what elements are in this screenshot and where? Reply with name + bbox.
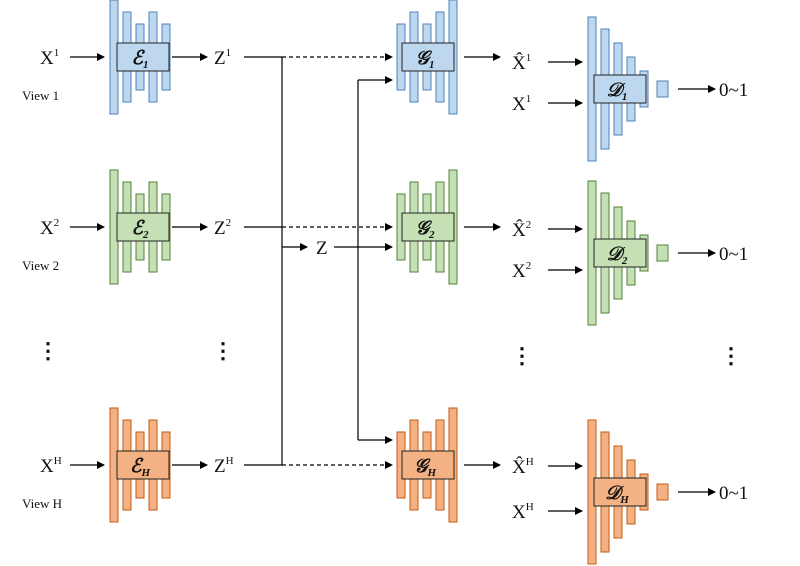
recon-xhat-1-sup: 1 [526, 52, 532, 64]
discriminator-H-symbol: 𝒟H [605, 483, 629, 506]
encoder-1-label-box [116, 42, 170, 72]
view-label-H: View H [22, 496, 62, 511]
encoder-H-subscript: H [140, 467, 150, 479]
encoder-1-symbol: ℰ1 [131, 48, 148, 71]
generator-H-letter: 𝒢 [414, 456, 431, 477]
output-score-2: 0~1 [719, 244, 748, 265]
discriminator-2-symbol: 𝒟2 [607, 244, 628, 267]
encoder-1-letter: ℰ [131, 48, 145, 69]
recon-xhat-H-base: X̂ [512, 456, 526, 478]
connectors-layer [70, 53, 716, 515]
generator-2-label-box [401, 212, 455, 242]
input-x-2: X2 [40, 217, 59, 239]
latent-z-1-sup: 1 [226, 47, 232, 59]
encoder-2-letter: ℰ [131, 218, 145, 239]
input-x-1-sup: 1 [54, 47, 60, 59]
latent-z-2: Z2 [214, 217, 231, 239]
discriminator-1-symbol: 𝒟1 [607, 80, 628, 103]
recon-xhat-1: X̂1 [512, 52, 531, 74]
generator-2-subscript: 2 [428, 229, 435, 241]
vertical-ellipsis-0: ⋮ [37, 338, 59, 363]
input-x-1-base: X [40, 48, 54, 69]
discriminator-1-label-box [593, 74, 647, 104]
recon-xhat-1-base: X̂ [512, 52, 526, 74]
discriminator-2-letter: 𝒟 [607, 244, 626, 265]
vertical-ellipsis-1: ⋮ [212, 338, 234, 363]
encoder-H-label-box [116, 450, 170, 480]
latent-z-H-sup: H [226, 455, 234, 467]
encoder-1-subscript: 1 [143, 59, 149, 71]
view-label-1: View 1 [22, 88, 59, 103]
input-x-H-sup: H [54, 455, 62, 467]
latent-z-1-base: Z [214, 48, 226, 69]
real-x-H-sup: H [526, 501, 534, 513]
real-x-H-base: X [512, 502, 526, 523]
recon-xhat-2: X̂2 [512, 219, 531, 241]
real-x-1-sup: 1 [526, 93, 532, 105]
real-x-1-base: X [512, 94, 526, 115]
shared-latent-z: Z [316, 238, 328, 259]
generator-H-label-box [401, 450, 455, 480]
latent-z-H: ZH [214, 455, 234, 477]
output-score-H: 0~1 [719, 483, 748, 504]
input-x-H: XH [40, 455, 62, 477]
discriminator-1-subscript: 1 [622, 91, 628, 103]
output-score-1: 0~1 [719, 80, 748, 101]
real-x-2-base: X [512, 261, 526, 282]
discriminator-H-letter: 𝒟 [605, 483, 624, 504]
encoder-2-subscript: 2 [142, 229, 149, 241]
input-x-1: X1 [40, 47, 59, 69]
generator-1-label-box [401, 42, 455, 72]
input-x-H-base: X [40, 456, 54, 477]
encoder-2-label-box [116, 212, 170, 242]
recon-xhat-2-sup: 2 [526, 219, 532, 231]
latent-z-1: Z1 [214, 47, 231, 69]
recon-xhat-2-base: X̂ [512, 219, 526, 241]
recon-xhat-H-sup: H [526, 456, 534, 468]
real-x-2: X2 [512, 260, 531, 282]
real-x-2-sup: 2 [526, 260, 532, 272]
vertical-ellipsis-3: ⋮ [720, 343, 742, 368]
discriminator-2-label-box [593, 238, 647, 268]
generator-2-symbol: 𝒢2 [415, 218, 435, 241]
view-label-2: View 2 [22, 258, 59, 273]
generator-1-symbol: 𝒢1 [415, 48, 434, 71]
discriminator-output-unit-H [656, 483, 669, 501]
discriminator-1-letter: 𝒟 [607, 80, 626, 101]
generator-H-symbol: 𝒢H [414, 456, 437, 479]
recon-xhat-H: X̂H [512, 456, 534, 478]
generator-1-subscript: 1 [429, 59, 435, 71]
discriminator-H-subscript: H [619, 494, 629, 506]
generator-H-subscript: H [426, 467, 436, 479]
discriminator-H-label-box [593, 477, 647, 507]
real-x-H: XH [512, 501, 534, 523]
generator-1-letter: 𝒢 [415, 48, 432, 69]
latent-z-2-base: Z [214, 218, 226, 239]
discriminator-output-unit-2 [656, 244, 669, 262]
real-x-1: X1 [512, 93, 531, 115]
discriminator-2-subscript: 2 [621, 255, 628, 267]
encoder-H-letter: ℰ [130, 456, 144, 477]
input-x-2-base: X [40, 218, 54, 239]
generator-2-letter: 𝒢 [415, 218, 432, 239]
discriminator-output-unit-1 [656, 80, 669, 98]
encoder-H-symbol: ℰH [130, 456, 151, 479]
encoder-2-symbol: ℰ2 [131, 218, 149, 241]
input-x-2-sup: 2 [54, 217, 60, 229]
latent-z-H-base: Z [214, 456, 226, 477]
vertical-ellipsis-2: ⋮ [511, 343, 533, 368]
latent-z-2-sup: 2 [226, 217, 232, 229]
